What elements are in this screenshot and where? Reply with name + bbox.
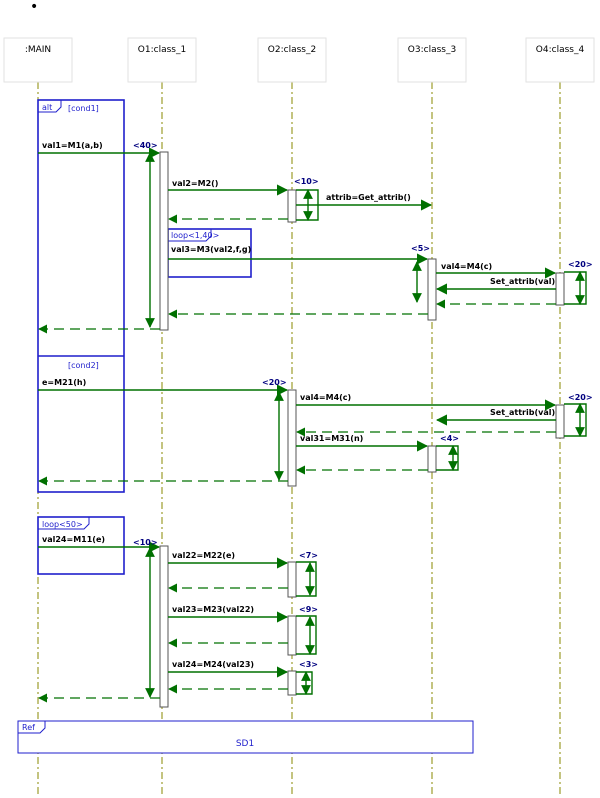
ref-tag-box: [18, 721, 46, 734]
loop-2-tag-box: [38, 517, 90, 530]
lifeline-main-label: :MAIN: [25, 45, 51, 55]
timing-label-3: <5>: [411, 244, 430, 253]
lifeline-o4-header[interactable]: [525, 37, 595, 83]
message-label-m8: val4=M4(c): [300, 393, 351, 402]
activation-o1-1: [159, 151, 169, 331]
lifeline-main-header[interactable]: [3, 37, 73, 83]
message-label-m5: val4=M4(c): [441, 262, 492, 271]
message-label-m12: val22=M22(e): [172, 551, 235, 560]
activation-o4-1: [555, 272, 565, 306]
ref-fragment[interactable]: [17, 720, 474, 754]
loop-fragment-2[interactable]: [37, 516, 125, 575]
timing-label-10: <9>: [299, 605, 318, 614]
self-call-o2-4: [296, 671, 313, 695]
activation-o4-2: [555, 404, 565, 439]
message-label-m9: Set_attrib(val): [490, 408, 555, 417]
timing-label-8: <10>: [133, 538, 158, 547]
timing-label-5: <20>: [262, 378, 287, 387]
lifeline-o1-label: O1:class_1: [138, 45, 186, 55]
loop-1-tag: loop<1,40>: [171, 231, 219, 240]
self-call-o2-2: [296, 561, 317, 597]
loop-1-tag-box: [168, 229, 212, 242]
timing-label-4: <20>: [568, 260, 593, 269]
lifeline-o3-header[interactable]: [397, 37, 467, 83]
alt-guard-cond1: [cond1]: [68, 104, 99, 113]
activation-o3-2: [427, 445, 437, 473]
self-call-o4-2: [564, 403, 587, 437]
alt-guard-cond2: [cond2]: [68, 361, 99, 370]
timing-label-6: <20>: [568, 393, 593, 402]
bullet-mark: •: [30, 0, 38, 15]
lifeline-o1-header[interactable]: [127, 37, 197, 83]
activation-o3-1: [427, 258, 437, 321]
self-call-o2-3: [296, 615, 317, 655]
message-label-m2: val2=M2(): [172, 179, 218, 188]
lifeline-o2-header[interactable]: [257, 37, 327, 83]
timing-label-2: <10>: [294, 177, 319, 186]
message-label-m10: val31=M31(n): [300, 434, 363, 443]
loop-2-tag: loop<50>: [42, 520, 83, 529]
timing-label-11: <3>: [299, 660, 318, 669]
activation-o2-3: [287, 561, 297, 598]
timing-label-9: <7>: [299, 551, 318, 560]
alt-tag: alt: [42, 103, 52, 112]
alt-tag-box: [38, 100, 62, 113]
lifeline-o3-label: O3:class_3: [408, 45, 456, 55]
activation-o2-1: [287, 189, 297, 223]
timing-label-7: <4>: [440, 434, 459, 443]
timing-label-1: <40>: [133, 141, 158, 150]
self-call-o3-1: [436, 445, 459, 471]
message-label-m6: Set_attrib(val): [490, 277, 555, 286]
ref-tag: Ref: [22, 723, 35, 732]
message-label-m14: val24=M24(val23): [172, 660, 254, 669]
message-label-m4: val3=M3(val2,f,g): [171, 245, 251, 254]
activation-o1-2: [159, 545, 169, 708]
activation-o2-4: [287, 615, 297, 656]
message-label-m11: val24=M11(e): [42, 535, 105, 544]
lifeline-o2-label: O2:class_2: [268, 45, 316, 55]
alt-fragment[interactable]: [37, 99, 125, 493]
activation-o2-5: [287, 670, 297, 696]
message-label-m1: val1=M1(a,b): [42, 141, 103, 150]
self-call-o4-1: [564, 271, 587, 305]
lifeline-o4-label: O4:class_4: [536, 45, 585, 55]
ref-name: SD1: [236, 739, 254, 749]
message-label-m7: e=M21(h): [42, 378, 86, 387]
message-label-m3: attrib=Get_attrib(): [326, 193, 411, 202]
activation-o2-2: [287, 389, 297, 487]
message-label-m13: val23=M23(val22): [172, 605, 254, 614]
